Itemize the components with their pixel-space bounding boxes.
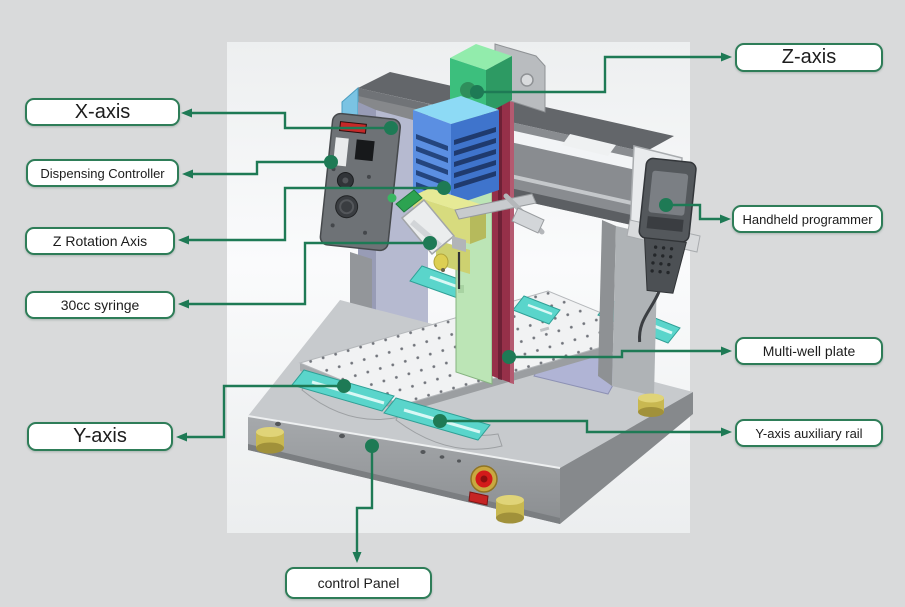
connector-dot-y-axis	[337, 379, 351, 393]
callout-y-axis-label: Y-axis	[73, 425, 127, 447]
callout-y-axis: Y-axis	[27, 422, 173, 451]
callout-z-axis: Z-axis	[735, 43, 883, 72]
arrowhead-multi-well-plate	[721, 346, 732, 356]
syringe-clamp	[395, 189, 423, 213]
connector-dot-multi-well-plate	[502, 350, 516, 364]
callout-30cc-syringe: 30cc syringe	[25, 291, 175, 319]
connector-dot-control-panel	[365, 439, 379, 453]
callout-z-rotation-axis: Z Rotation Axis	[25, 227, 175, 255]
needle-holder	[452, 236, 466, 252]
callout-y-axis-auxiliary-rail-label: Y-axis auxiliary rail	[755, 425, 863, 441]
connector-dot-handheld-programmer	[659, 198, 673, 212]
callout-handheld-programmer-label: Handheld programmer	[742, 211, 873, 227]
controller-knob-large	[335, 195, 359, 219]
arrowhead-control-panel	[352, 552, 362, 563]
callout-multi-well-plate: Multi-well plate	[735, 337, 883, 365]
connector-dot-x-axis	[384, 121, 398, 135]
arrowhead-handheld-programmer	[720, 214, 731, 224]
arrowhead-y-axis	[176, 432, 187, 442]
emergency-stop-button	[470, 465, 498, 493]
connector-dot-y-axis-auxiliary-rail	[433, 414, 447, 428]
connector-control-panel	[355, 446, 374, 554]
syringe-tip	[433, 253, 449, 271]
connector-x-axis	[190, 111, 391, 130]
handheld-programmer	[638, 157, 697, 343]
callout-x-axis-label: X-axis	[74, 100, 131, 123]
connector-dots	[324, 85, 673, 453]
arrowhead-y-axis-auxiliary-rail	[721, 427, 732, 437]
connector-30cc-syringe	[187, 241, 430, 306]
connector-z-rotation-axis	[187, 186, 444, 242]
connector-multi-well-plate	[509, 349, 723, 359]
leveling-foot	[638, 393, 664, 417]
connector-dot-z-rotation-axis	[437, 181, 451, 195]
callout-multi-well-plate-label: Multi-well plate	[762, 343, 856, 359]
power-switch	[468, 491, 489, 506]
arrowhead-x-axis	[181, 108, 192, 118]
connector-dispensing-controller	[191, 160, 331, 176]
callout-30cc-syringe-label: 30cc syringe	[60, 297, 140, 313]
connector-dot-z-axis	[470, 85, 484, 99]
arrowhead-z-rotation-axis	[178, 235, 189, 245]
connector-y-axis-auxiliary-rail	[440, 419, 723, 434]
connector-y-axis	[185, 384, 344, 439]
connector-lines	[185, 55, 723, 554]
programmer-keypad	[650, 245, 674, 275]
connector-handheld-programmer	[666, 203, 722, 221]
callout-z-axis-label: Z-axis	[781, 46, 837, 68]
arrowhead-z-axis	[721, 52, 732, 62]
controller-button	[354, 139, 375, 162]
connector-arrowheads	[176, 52, 732, 563]
arrowhead-dispensing-controller	[182, 169, 193, 179]
callout-control-panel: control Panel	[285, 567, 432, 599]
connector-dot-dispensing-controller	[324, 155, 338, 169]
callout-dispensing-controller-label: Dispensing Controller	[40, 165, 165, 181]
z-rotation-axis-unit	[413, 96, 499, 206]
connector-dot-30cc-syringe	[423, 236, 437, 250]
arrowhead-30cc-syringe	[178, 299, 189, 309]
connector-z-axis	[477, 55, 723, 94]
beam-top-bracket	[562, 134, 616, 156]
callout-y-axis-auxiliary-rail: Y-axis auxiliary rail	[735, 419, 883, 447]
callout-dispensing-controller: Dispensing Controller	[26, 159, 179, 187]
callout-control-panel-label: control Panel	[317, 575, 400, 591]
z-axis-assembly	[387, 43, 546, 385]
teach-pendant-cable	[638, 291, 661, 343]
leveling-foot	[256, 427, 284, 454]
callout-x-axis: X-axis	[25, 98, 180, 126]
callout-z-rotation-axis-label: Z Rotation Axis	[52, 233, 148, 249]
callout-handheld-programmer: Handheld programmer	[732, 205, 883, 233]
dispensing-controller-panel	[319, 112, 401, 252]
leveling-foot	[496, 495, 524, 524]
